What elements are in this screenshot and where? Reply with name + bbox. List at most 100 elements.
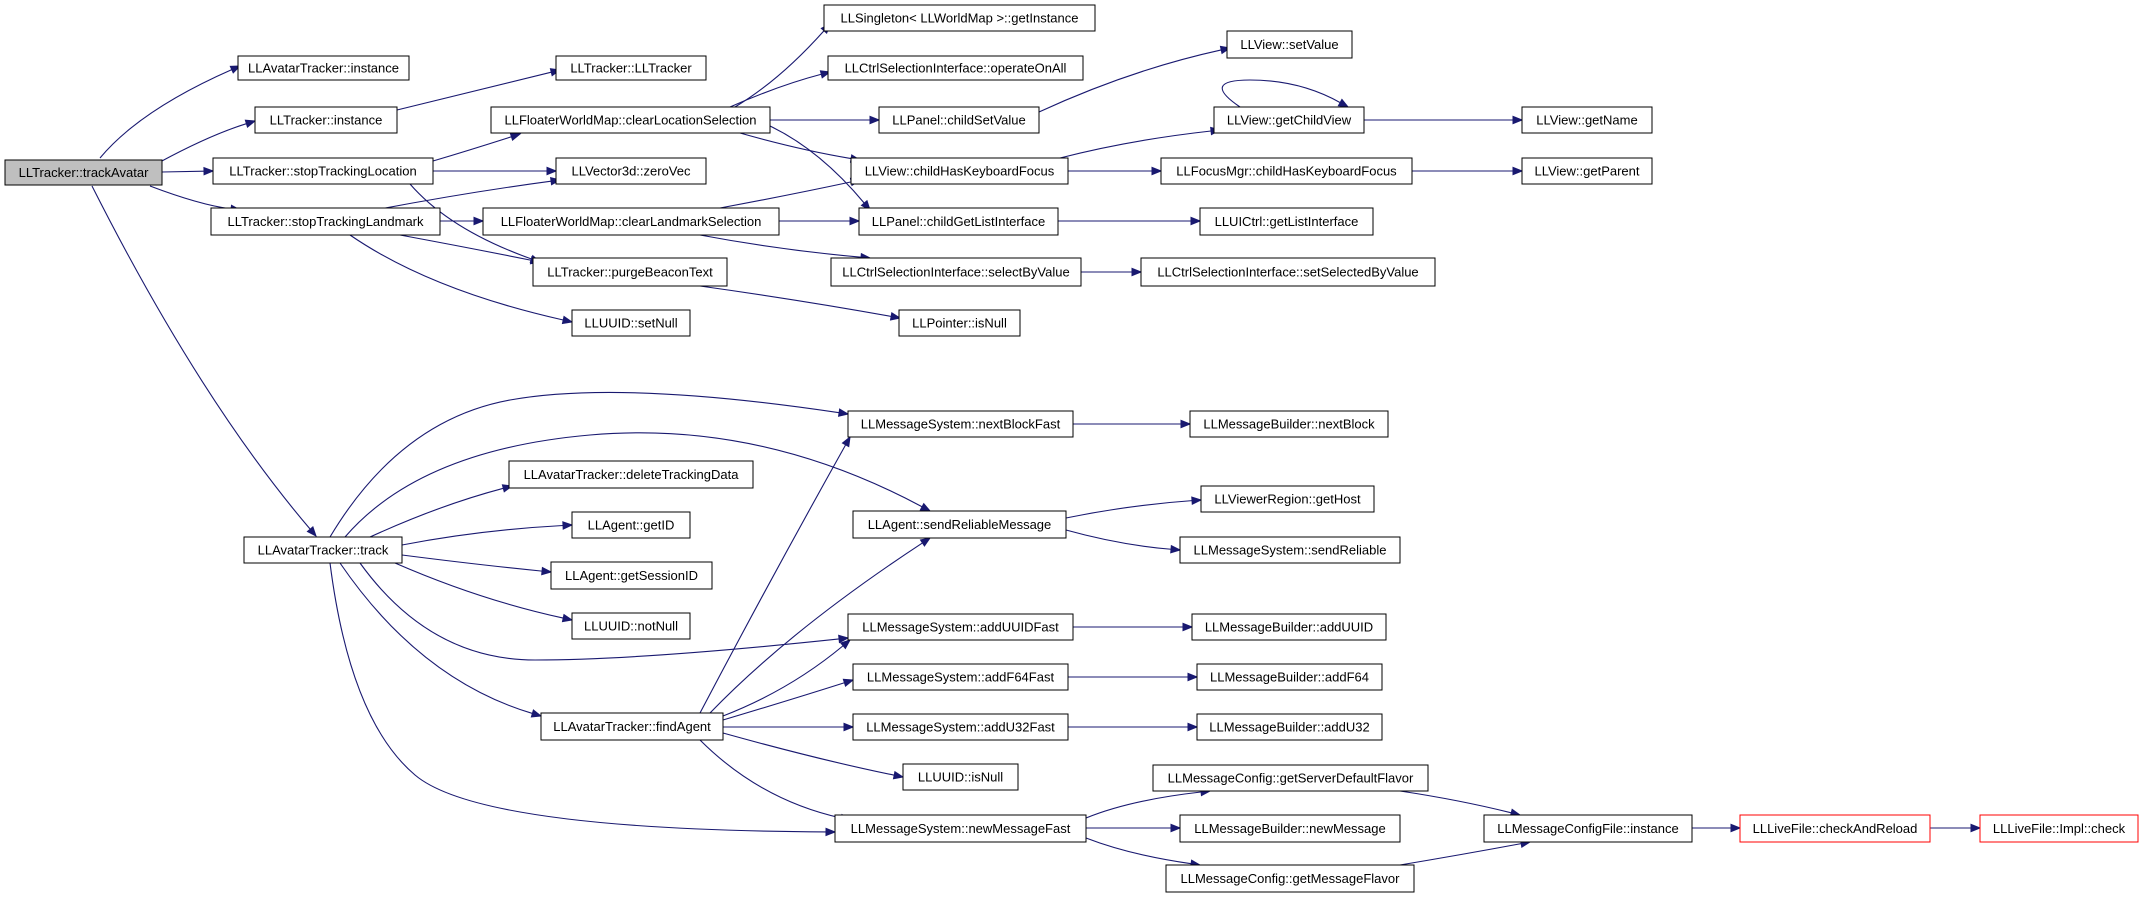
node-pointerIsNull[interactable]: LLPointer::isNull: [898, 309, 1021, 337]
node-box[interactable]: [1979, 814, 2139, 843]
node-sendReliableMessage[interactable]: LLAgent::sendReliableMessage: [852, 510, 1067, 539]
node-clearLocationSelection[interactable]: LLFloaterWorldMap::clearLocationSelectio…: [490, 106, 771, 134]
node-getParent[interactable]: LLView::getParent: [1521, 157, 1653, 185]
node-box[interactable]: [1189, 410, 1389, 438]
node-box[interactable]: [550, 561, 713, 590]
node-operateOnAll[interactable]: LLCtrlSelectionInterface::operateOnAll: [827, 55, 1084, 81]
node-box[interactable]: [834, 814, 1087, 843]
node-stopTrackingLandmark[interactable]: LLTracker::stopTrackingLandmark: [210, 207, 441, 236]
node-getName[interactable]: LLView::getName: [1521, 106, 1653, 134]
node-box[interactable]: [4, 159, 163, 186]
node-box[interactable]: [1160, 157, 1413, 185]
node-focusMgrChildHasKeyboardFocus[interactable]: LLFocusMgr::childHasKeyboardFocus: [1160, 157, 1413, 185]
node-box[interactable]: [237, 55, 410, 81]
node-uuidIsNull[interactable]: LLUUID::isNull: [902, 763, 1019, 791]
node-box[interactable]: [852, 713, 1069, 741]
node-box[interactable]: [1191, 613, 1387, 641]
node-purgeBeaconText[interactable]: LLTracker::purgeBeaconText: [532, 257, 728, 287]
node-childGetListInterface[interactable]: LLPanel::childGetListInterface: [858, 207, 1059, 236]
node-box[interactable]: [1140, 257, 1436, 287]
node-box[interactable]: [571, 612, 691, 640]
node-trackerCtor[interactable]: LLTracker::LLTracker: [555, 55, 707, 81]
node-box[interactable]: [1199, 207, 1374, 236]
node-getServerDefaultFlavor[interactable]: LLMessageConfig::getServerDefaultFlavor: [1152, 764, 1429, 792]
node-box[interactable]: [898, 309, 1021, 337]
node-implCheck[interactable]: LLLiveFile::Impl::check: [1979, 814, 2139, 843]
node-box[interactable]: [1483, 814, 1693, 843]
node-getChildView[interactable]: LLView::getChildView: [1213, 106, 1365, 134]
node-setSelectedByValue[interactable]: LLCtrlSelectionInterface::setSelectedByV…: [1140, 257, 1436, 287]
node-trackAvatar[interactable]: LLTracker::trackAvatar: [4, 159, 163, 186]
node-zeroVec[interactable]: LLVector3d::zeroVec: [555, 157, 707, 185]
node-box[interactable]: [540, 712, 724, 741]
node-box[interactable]: [852, 663, 1069, 691]
node-singletonGetInstance[interactable]: LLSingleton< LLWorldMap >::getInstance: [823, 4, 1096, 32]
node-findAgent[interactable]: LLAvatarTracker::findAgent: [540, 712, 724, 741]
node-childSetValue[interactable]: LLPanel::childSetValue: [878, 106, 1040, 134]
node-builderNextBlock[interactable]: LLMessageBuilder::nextBlock: [1189, 410, 1389, 438]
node-nextBlockFast[interactable]: LLMessageSystem::nextBlockFast: [847, 410, 1074, 438]
node-box[interactable]: [490, 106, 771, 134]
node-box[interactable]: [858, 207, 1059, 236]
node-box[interactable]: [532, 257, 728, 287]
node-box[interactable]: [571, 309, 691, 337]
node-box[interactable]: [1213, 106, 1365, 134]
node-box[interactable]: [1196, 663, 1383, 691]
node-box[interactable]: [830, 257, 1082, 287]
node-builderAddUUID[interactable]: LLMessageBuilder::addUUID: [1191, 613, 1387, 641]
node-box[interactable]: [210, 207, 441, 236]
node-builderAddU32[interactable]: LLMessageBuilder::addU32: [1196, 713, 1383, 741]
node-uictrlGetListInterface[interactable]: LLUICtrl::getListInterface: [1199, 207, 1374, 236]
node-box[interactable]: [1200, 485, 1375, 513]
node-box[interactable]: [555, 157, 707, 185]
node-getMessageFlavor[interactable]: LLMessageConfig::getMessageFlavor: [1165, 864, 1415, 893]
node-box[interactable]: [847, 613, 1074, 641]
node-newMessageFast[interactable]: LLMessageSystem::newMessageFast: [834, 814, 1087, 843]
node-box[interactable]: [1521, 157, 1653, 185]
node-getHost[interactable]: LLViewerRegion::getHost: [1200, 485, 1375, 513]
node-childHasKeyboardFocus[interactable]: LLView::childHasKeyboardFocus: [850, 157, 1069, 185]
node-box[interactable]: [823, 4, 1096, 32]
node-box[interactable]: [827, 55, 1084, 81]
node-viewSetValue[interactable]: LLView::setValue: [1226, 30, 1353, 59]
node-checkAndReload[interactable]: LLLiveFile::checkAndReload: [1739, 814, 1931, 843]
node-box[interactable]: [243, 536, 403, 564]
node-addU32Fast[interactable]: LLMessageSystem::addU32Fast: [852, 713, 1069, 741]
node-box[interactable]: [212, 157, 434, 185]
node-builderNewMessage[interactable]: LLMessageBuilder::newMessage: [1179, 814, 1401, 843]
node-clearLandmarkSelection[interactable]: LLFloaterWorldMap::clearLandmarkSelectio…: [482, 207, 780, 236]
node-box[interactable]: [1179, 536, 1401, 564]
node-addUUIDFast[interactable]: LLMessageSystem::addUUIDFast: [847, 613, 1074, 641]
node-stopTrackingLocation[interactable]: LLTracker::stopTrackingLocation: [212, 157, 434, 185]
node-box[interactable]: [555, 55, 707, 81]
node-uuidSetNull[interactable]: LLUUID::setNull: [571, 309, 691, 337]
node-uuidNotNull[interactable]: LLUUID::notNull: [571, 612, 691, 640]
node-selectByValue[interactable]: LLCtrlSelectionInterface::selectByValue: [830, 257, 1082, 287]
node-sendReliable[interactable]: LLMessageSystem::sendReliable: [1179, 536, 1401, 564]
node-deleteTrackingData[interactable]: LLAvatarTracker::deleteTrackingData: [508, 460, 754, 489]
node-agentGetID[interactable]: LLAgent::getID: [571, 511, 691, 539]
node-box[interactable]: [571, 511, 691, 539]
node-box[interactable]: [1179, 814, 1401, 843]
node-box[interactable]: [1196, 713, 1383, 741]
node-box[interactable]: [1226, 30, 1353, 59]
node-box[interactable]: [1152, 764, 1429, 792]
node-box[interactable]: [1521, 106, 1653, 134]
node-box[interactable]: [902, 763, 1019, 791]
node-box[interactable]: [852, 510, 1067, 539]
node-addF64Fast[interactable]: LLMessageSystem::addF64Fast: [852, 663, 1069, 691]
node-box[interactable]: [254, 106, 398, 134]
node-box[interactable]: [878, 106, 1040, 134]
node-builderAddF64[interactable]: LLMessageBuilder::addF64: [1196, 663, 1383, 691]
node-configFileInstance[interactable]: LLMessageConfigFile::instance: [1483, 814, 1693, 843]
node-trackerInstance[interactable]: LLTracker::instance: [254, 106, 398, 134]
node-avatarTrackerTrack[interactable]: LLAvatarTracker::track: [243, 536, 403, 564]
node-box[interactable]: [847, 410, 1074, 438]
node-box[interactable]: [482, 207, 780, 236]
node-box[interactable]: [850, 157, 1069, 185]
node-box[interactable]: [508, 460, 754, 489]
node-getSessionID[interactable]: LLAgent::getSessionID: [550, 561, 713, 590]
node-avatarTrackerInstance[interactable]: LLAvatarTracker::instance: [237, 55, 410, 81]
node-box[interactable]: [1165, 864, 1415, 893]
node-box[interactable]: [1739, 814, 1931, 843]
